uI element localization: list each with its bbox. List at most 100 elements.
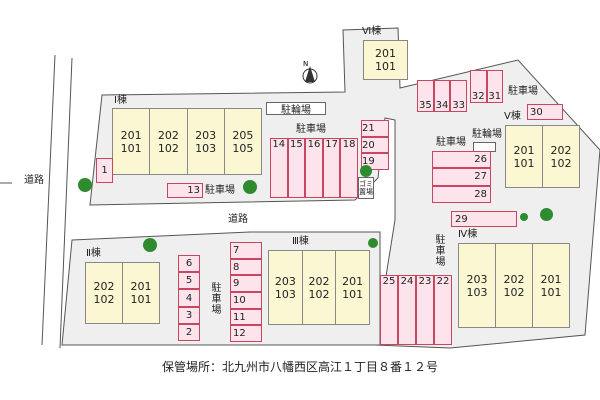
parking-label: 駐車場 <box>436 137 466 148</box>
parking-row-14-18: 14 15 16 17 18 <box>270 138 358 198</box>
unit-lower: 103 <box>274 287 296 301</box>
parking-col-2-6: 6 5 4 3 2 <box>178 255 200 342</box>
tree-icon <box>143 238 157 252</box>
unit-upper: 202 <box>93 280 115 293</box>
svg-text:N: N <box>303 60 308 68</box>
building-I-label: Ⅰ棟 <box>114 95 127 106</box>
building-II-label: Ⅱ棟 <box>86 248 101 259</box>
parking-col-19-21: 21 20 19 <box>361 120 389 171</box>
parking-spot: 30 <box>527 104 563 120</box>
unit-upper: 201 <box>513 143 535 157</box>
parking-spot: 31 <box>486 70 503 103</box>
tree-icon <box>243 180 257 194</box>
unit-upper: 201 <box>130 280 152 293</box>
parking-spot: 6 <box>178 255 200 273</box>
parking-spot: 22 <box>434 275 452 345</box>
bicycle-label: 駐輪場 <box>472 129 502 140</box>
parking-label: 駐車場 <box>296 124 326 135</box>
parking-spot: 24 <box>398 275 416 345</box>
parking-spot: 9 <box>230 275 262 293</box>
parking-spot: 13 <box>167 183 203 198</box>
unit-upper: 202 <box>550 143 572 157</box>
parking-label: 駐車場 <box>209 282 220 315</box>
unit-lower: 102 <box>157 141 179 155</box>
unit-lower: 102 <box>503 285 525 299</box>
parking-spot: 25 <box>380 275 398 345</box>
parking-spot: 10 <box>230 292 262 309</box>
parking-spot: 3 <box>178 306 200 324</box>
building-VI-label: Ⅵ棟 <box>362 26 382 37</box>
parking-label: 駐車場 <box>205 185 235 196</box>
parking-spot: 16 <box>305 138 323 198</box>
parking-spot: 20 <box>361 136 389 154</box>
parking-spot: 4 <box>178 289 200 307</box>
parking-spot: 2 <box>178 323 200 342</box>
unit-upper: 205 <box>232 128 254 142</box>
parking-spot: 14 <box>270 138 288 198</box>
unit-upper: 201 <box>540 272 562 286</box>
parking-spot: 26 <box>432 151 491 169</box>
unit-lower: 101 <box>130 293 152 306</box>
unit-upper: 202 <box>308 274 330 288</box>
unit-upper: 201 <box>375 47 396 60</box>
parking-spot: 8 <box>230 258 262 276</box>
parking-spot: 27 <box>432 168 491 186</box>
parking-spot: 21 <box>361 120 389 137</box>
parking-spot: 18 <box>340 138 358 198</box>
unit-lower: 103 <box>466 285 488 299</box>
tree-icon <box>540 208 553 221</box>
parking-label: 駐車場 <box>433 234 444 267</box>
road-label-center: 道路 <box>228 214 248 225</box>
parking-col-7-12: 7 8 9 10 11 12 <box>230 242 262 343</box>
north-arrow-icon: N <box>302 60 318 84</box>
parking-spot: 34 <box>433 80 451 112</box>
parking-spot: 33 <box>450 80 468 112</box>
parking-spot: 7 <box>230 242 262 259</box>
parking-spot: 17 <box>322 138 341 198</box>
parking-spot: 1 <box>96 158 113 183</box>
unit-lower: 102 <box>550 156 572 170</box>
building-IV-label: Ⅳ棟 <box>458 229 478 240</box>
parking-row-33-35: 35 34 33 <box>417 80 468 112</box>
tree-icon <box>368 238 378 248</box>
unit-lower: 102 <box>93 293 115 306</box>
tree-icon <box>360 165 372 177</box>
storage-location-address: 保管場所：北九州市八幡西区高江１丁目８番１２号 <box>161 360 438 374</box>
parking-spot: 32 <box>470 70 487 103</box>
road-label-left: 道路 <box>24 175 44 186</box>
parking-spot: 23 <box>416 275 434 345</box>
parking-spot: 12 <box>230 325 262 343</box>
unit-upper: 203 <box>274 274 296 288</box>
parking-spot: 15 <box>287 138 306 198</box>
parking-spot: 5 <box>178 272 200 290</box>
unit-upper: 202 <box>157 128 179 142</box>
unit-lower: 102 <box>308 287 330 301</box>
unit-upper: 203 <box>195 128 217 142</box>
parking-label: 駐車場 <box>508 86 538 97</box>
unit-upper: 203 <box>466 272 488 286</box>
building-III-label: Ⅲ棟 <box>292 236 309 247</box>
tree-icon <box>520 213 528 221</box>
unit-lower: 101 <box>342 287 364 301</box>
unit-upper: 202 <box>503 272 525 286</box>
parking-row-31-32: 32 31 <box>470 70 503 103</box>
tree-icon <box>78 178 92 192</box>
unit-lower: 101 <box>375 60 396 73</box>
